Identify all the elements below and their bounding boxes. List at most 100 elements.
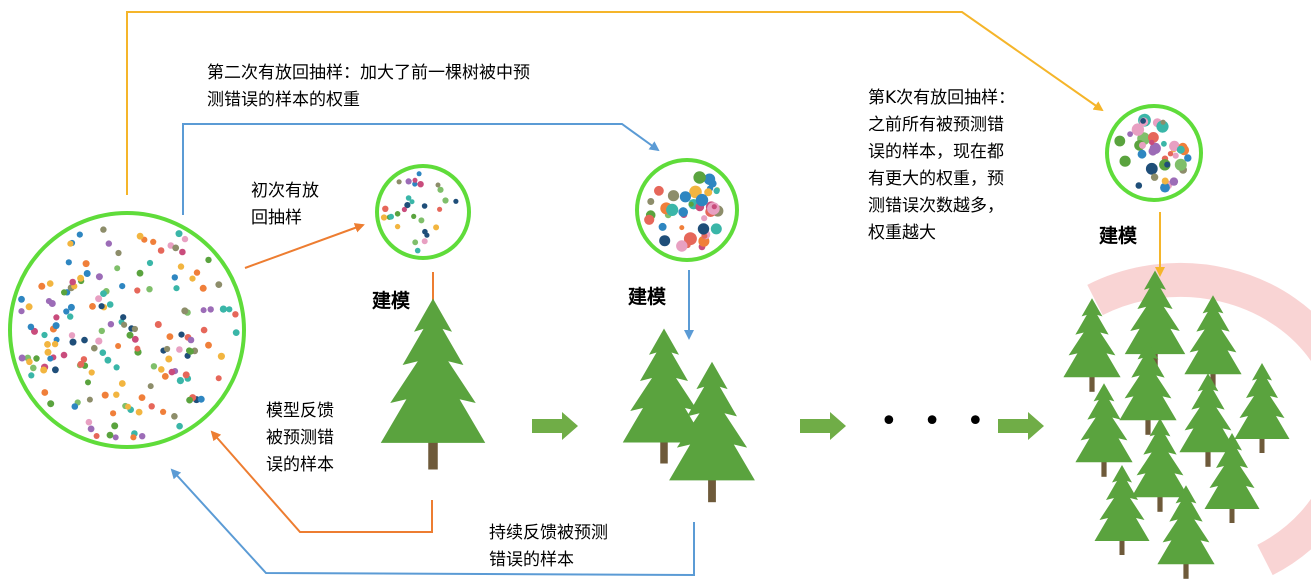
sample-dot (1160, 182, 1170, 193)
sample-dot (416, 171, 422, 177)
sample-dot (26, 358, 33, 366)
sample-dot (219, 305, 227, 313)
sample-dot (146, 286, 153, 293)
sample-dot (107, 321, 115, 328)
sample-dot (52, 322, 60, 330)
sample-dot (695, 193, 709, 207)
sample-dot (101, 391, 109, 399)
sample-dot (100, 226, 107, 233)
sample-dot (453, 198, 459, 204)
sample-dot (89, 303, 96, 310)
sample-dot (80, 356, 88, 363)
sample-dot (1156, 120, 1169, 133)
blue-feedback-arrow (170, 468, 695, 577)
sample-dot (95, 295, 103, 303)
sample-dot (679, 207, 687, 214)
sample-dot (118, 380, 126, 387)
sample-dot (1161, 177, 1169, 185)
label-kth-sampling: 第K次有放回抽样： 之前所有被预测错 误的样本，现在都 有更大的权重，预 测错误… (868, 88, 1016, 243)
sample-dot (176, 346, 183, 353)
sample-dot (126, 331, 134, 339)
sample-dot (41, 331, 48, 339)
sample-dot (148, 403, 155, 410)
sample-dot (401, 206, 407, 213)
sample-dot (679, 191, 692, 203)
sample-dot (175, 230, 183, 238)
sample-dot (418, 217, 425, 224)
sample-dot (161, 373, 169, 380)
sample-dot (60, 351, 68, 359)
sample-dot (18, 308, 25, 315)
sample-dot (91, 344, 98, 352)
sample-dot (644, 214, 655, 225)
sample-dot (442, 197, 449, 204)
sample-dot (147, 383, 154, 390)
block-arrow-icon (532, 412, 578, 440)
sample-dot (404, 202, 411, 209)
sample-dot (412, 239, 419, 246)
sample-dot (1167, 151, 1174, 157)
sample-dot (1164, 161, 1171, 168)
watermark (1087, 262, 1311, 576)
orange-feedback-arrow (210, 430, 433, 533)
sample-dot (437, 206, 443, 212)
sample-dot (48, 300, 56, 307)
sample-dot (1140, 118, 1146, 124)
sample-dot (693, 171, 706, 184)
sample-dot (165, 355, 173, 363)
sample-dot (414, 247, 421, 254)
sample-dot (189, 275, 196, 282)
sample-dot (697, 223, 710, 235)
sample-dot (388, 213, 394, 220)
sample-circle (1105, 104, 1203, 202)
sample-dot (157, 247, 165, 254)
sample-dot (394, 211, 401, 217)
blue-arrow-top (182, 123, 660, 215)
sample-dot (25, 303, 33, 311)
sample-dot (176, 377, 184, 385)
sample-dot (18, 295, 25, 303)
sample-dot (1149, 142, 1161, 154)
sample-dot (83, 270, 91, 277)
ellipsis: • • • (880, 404, 993, 439)
sample-dot (115, 343, 122, 349)
sample-dot (98, 303, 105, 310)
sample-dot (199, 284, 207, 292)
sample-dot (186, 347, 193, 354)
sample-dot (38, 282, 46, 290)
sample-dot (178, 331, 185, 338)
population-circle (8, 211, 246, 449)
sample-dot (93, 433, 100, 439)
sample-dot (110, 410, 117, 417)
sample-dot (181, 307, 189, 315)
sample-dot (95, 337, 103, 345)
label-modeling-1: 建模 (372, 290, 411, 312)
sample-dot (136, 269, 144, 277)
sample-dot (138, 394, 146, 401)
tree-icon (380, 298, 486, 470)
sample-dot (1160, 119, 1166, 125)
sample-dot (409, 199, 415, 205)
sample-dot (205, 341, 212, 349)
sample-dot (207, 306, 214, 313)
sample-dot (47, 400, 55, 408)
sample-dot (134, 287, 141, 294)
sample-dot (65, 259, 72, 266)
sample-dot (130, 434, 137, 441)
sample-dot (85, 418, 93, 426)
sample-dot (136, 232, 144, 240)
sample-dot (1172, 152, 1179, 159)
sample-dot (166, 333, 174, 340)
sample-dot (77, 360, 85, 368)
sample-dot (63, 308, 70, 315)
sample-dot (76, 231, 83, 238)
sample-dot (704, 188, 713, 197)
sample-dot (394, 223, 401, 230)
sample-dot (232, 311, 239, 318)
sample-dot (41, 389, 49, 396)
block-arrow-icon (998, 412, 1044, 440)
sample-dot (40, 366, 48, 374)
sample-dot (67, 313, 74, 320)
sample-dot (121, 321, 128, 328)
